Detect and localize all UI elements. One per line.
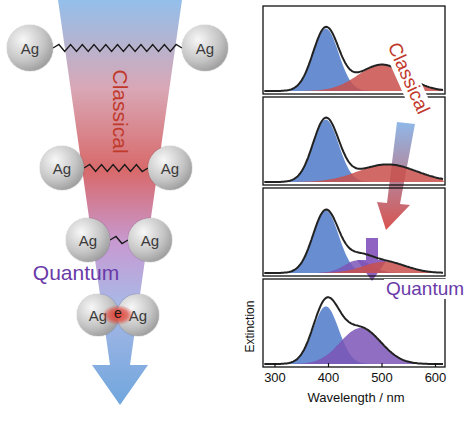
silver-sphere: Ag bbox=[66, 218, 110, 262]
atom-label: Ag bbox=[196, 40, 214, 57]
tick-mark bbox=[381, 363, 382, 367]
linker-line bbox=[110, 237, 128, 244]
tick-label: 500 bbox=[371, 371, 393, 385]
tick-label: 300 bbox=[264, 371, 286, 385]
linker-line bbox=[84, 165, 148, 172]
panel-frame bbox=[263, 188, 445, 276]
atom-label: Ag bbox=[141, 232, 159, 249]
silver-sphere: Ag bbox=[7, 25, 53, 71]
tick-mark bbox=[328, 363, 329, 367]
atom-label: Ag bbox=[79, 232, 97, 249]
axis-title: Extinction bbox=[244, 301, 257, 353]
regime-label: Classical bbox=[108, 70, 131, 154]
tick-label: 400 bbox=[318, 371, 340, 385]
electron-label: e bbox=[114, 306, 122, 321]
linker-chain bbox=[110, 237, 128, 244]
regime-label: Quantum bbox=[384, 279, 466, 300]
spectrum-line bbox=[264, 118, 443, 182]
spectrum-line bbox=[264, 297, 443, 364]
atom-label: Ag bbox=[21, 40, 39, 57]
band-fill bbox=[264, 211, 444, 273]
band-fill bbox=[264, 328, 444, 364]
silver-sphere: Ag bbox=[182, 25, 228, 71]
atom-label: Ag bbox=[161, 160, 179, 177]
atom-label: Ag bbox=[53, 160, 71, 177]
spectra bbox=[263, 6, 445, 367]
tick-label: 600 bbox=[425, 371, 447, 385]
linker-chain bbox=[53, 45, 182, 52]
tick-mark bbox=[274, 363, 275, 367]
electron-cloud bbox=[102, 305, 134, 325]
process-arrow bbox=[58, 0, 182, 405]
linker-chain bbox=[84, 165, 148, 172]
band-fill bbox=[264, 306, 444, 364]
band-fill bbox=[264, 120, 444, 182]
silver-sphere: Ag bbox=[128, 218, 172, 262]
spectrum-line bbox=[264, 210, 443, 273]
regime-label: Quantum bbox=[33, 261, 119, 284]
linker-line bbox=[53, 45, 182, 52]
silver-sphere: Ag bbox=[148, 146, 192, 190]
tick-mark bbox=[435, 363, 436, 367]
axis-title: Wavelength / nm bbox=[307, 391, 404, 405]
silver-sphere: Ag bbox=[40, 146, 84, 190]
